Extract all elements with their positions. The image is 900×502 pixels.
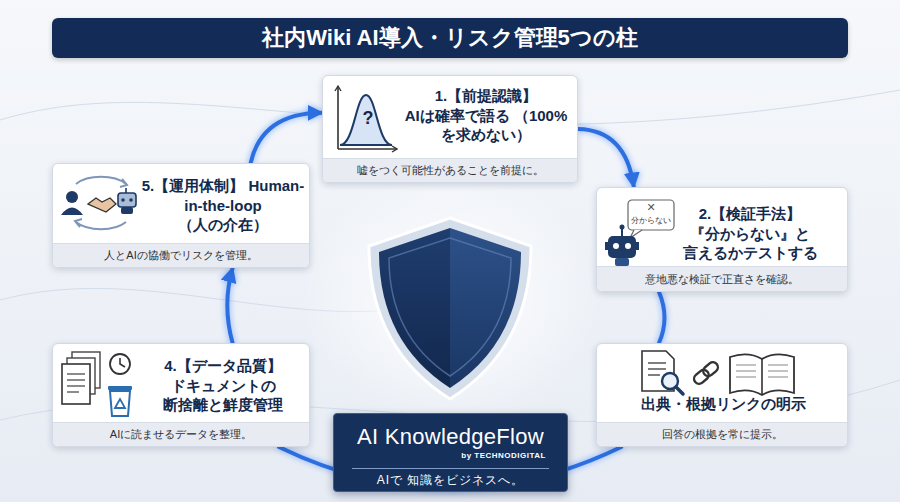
cross-mark: ✕ [628,201,674,214]
title-band: 社内Wiki AI導入・リスク管理5つの柱 [52,18,848,58]
bubble-text: 分からない [626,215,676,226]
robot-bubble-icon [602,198,678,268]
card-heading: 1.【前提認識】 AIは確率で語る （100%を求めない） [397,86,575,145]
logo-box: AI KnowledgeFlowby TECHNODIGITAL AIで 知識をビ… [333,413,568,492]
cycle-arrow [251,113,322,163]
card-heading: 2.【検証手法】 『分からない』と 言えるかテストする [657,204,843,263]
card-footer-text: 意地悪な検証で正直さを確認。 [597,266,847,291]
human-ai-loop-icon [58,170,144,234]
pillar-card: 出典・根拠リンクの明示回答の根拠を常に提示。 [596,343,848,447]
pillar-card: 5.【運用体制】 Human-in-the-loop （人の介在） 人とAIの協働… [52,163,310,268]
source-link-icons [636,349,806,399]
card-footer-text: 嘘をつく可能性があることを前提に。 [323,158,577,182]
logo-tagline: AIで 知識をビジネスへ。 [352,468,549,489]
title-text: 社内Wiki AI導入・リスク管理5つの柱 [52,18,848,58]
document-clock-bin-icons [58,350,143,420]
card-heading: 5.【運用体制】 Human-in-the-loop （人の介在） [139,176,307,235]
card-heading: 4.【データ品質】 ドキュメントの 断捨離と鮮度管理 [139,356,307,415]
card-footer-text: 回答の根拠を常に提示。 [597,422,847,446]
question-mark: ? [354,108,382,129]
cycle-arrow [227,268,232,343]
card-footer-text: 人とAIの協働でリスクを管理。 [53,243,309,267]
shield-glow [300,170,600,430]
logo-name: AI KnowledgeFlow [334,424,567,450]
card-heading: 出典・根拠リンクの明示 [597,394,848,414]
cycle-arrow [659,292,665,343]
logo-company: by TECHNODIGITAL [334,451,546,460]
card-footer-text: AIに読ませるデータを整理。 [53,422,309,446]
shield-illustration [369,218,531,399]
cycle-arrow [578,129,634,187]
